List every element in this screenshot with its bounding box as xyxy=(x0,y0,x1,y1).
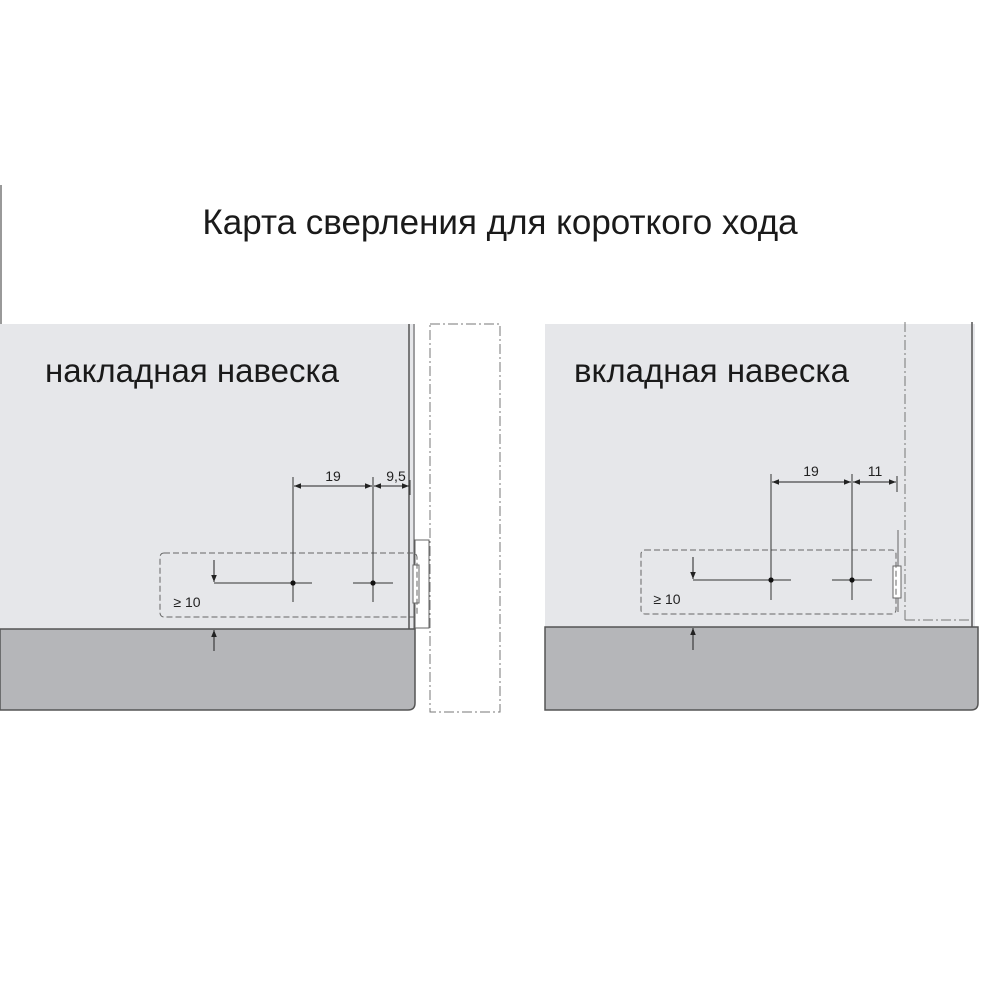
door-outline xyxy=(429,323,501,713)
diagram-title: Карта сверления для короткого хода xyxy=(202,203,798,242)
drill-hole-2 xyxy=(849,577,855,583)
panel-label-overlay: накладная навеска xyxy=(45,352,339,389)
drawer-bottom-panel xyxy=(544,626,979,711)
drill-hole-1 xyxy=(290,580,296,586)
panel-inset: 19 11 ≥ 10 xyxy=(544,322,979,711)
drill-hole-2 xyxy=(370,580,376,586)
dim-hole-spacing: 19 xyxy=(325,468,341,484)
dim-min-height: ≥ 10 xyxy=(173,594,200,610)
mounting-plate-outline xyxy=(159,552,418,618)
drill-hole-1 xyxy=(768,577,774,583)
cabinet-side xyxy=(545,324,975,627)
hinge-plate xyxy=(892,565,902,599)
cabinet-side xyxy=(0,324,415,629)
dim-edge-offset: 11 xyxy=(868,463,883,479)
dim-min-height: ≥ 10 xyxy=(653,591,680,607)
panel-label-inset: вкладная навеска xyxy=(574,352,849,389)
drawer-bottom-panel xyxy=(0,628,416,711)
panel-overlay: 19 9,5 ≥ 10 xyxy=(0,323,501,713)
dim-hole-spacing: 19 xyxy=(803,463,819,479)
dim-edge-offset: 9,5 xyxy=(386,468,406,484)
mounting-plate-outline xyxy=(640,549,897,615)
